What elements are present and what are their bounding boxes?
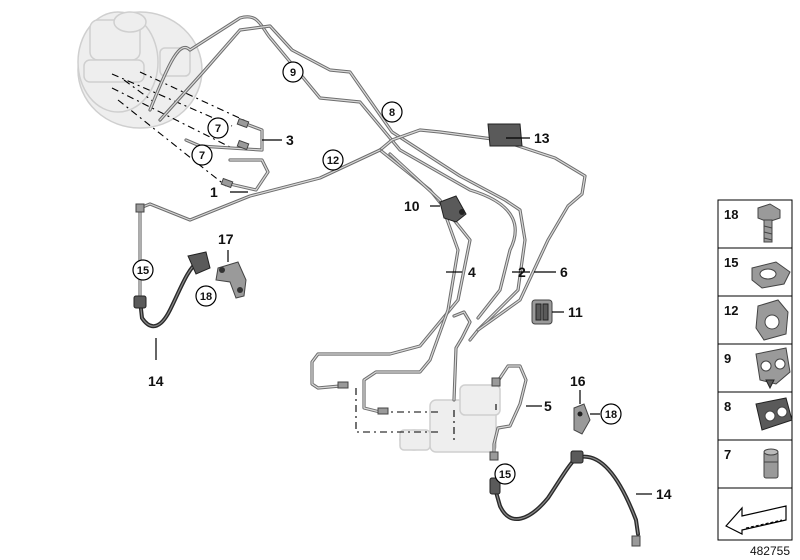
- callout-13: 13: [534, 130, 550, 146]
- callout-7-circle-lower: 7: [191, 144, 213, 166]
- callout-15-circle-left: 15: [132, 259, 154, 281]
- retaining-clip-icon: [751, 261, 791, 289]
- bolt-icon: [757, 203, 781, 243]
- callout-7-circle-upper: 7: [207, 117, 229, 139]
- callout-15-circle-right: 15: [494, 463, 516, 485]
- direction-arrow-icon: [725, 505, 787, 535]
- leader-lines: [155, 137, 652, 495]
- callout-14-left: 14: [148, 373, 164, 389]
- brake-pipes: [138, 15, 587, 458]
- bracket-16: [573, 403, 591, 435]
- brake-booster-ghost: [77, 11, 203, 129]
- svg-text:18: 18: [200, 291, 212, 303]
- svg-text:12: 12: [327, 155, 339, 167]
- svg-text:7: 7: [724, 447, 731, 462]
- pipe-fittings: [135, 117, 501, 461]
- legend-item-arrow: [717, 487, 793, 541]
- callout-12-circle: 12: [322, 149, 344, 171]
- callout-18-circle-left: 18: [195, 285, 217, 307]
- image-number: 482755: [750, 544, 790, 558]
- connection-lines: [111, 71, 497, 440]
- callout-1: 1: [210, 184, 218, 200]
- callout-11: 11: [568, 304, 583, 320]
- pipe-holder-10: [439, 195, 467, 223]
- svg-text:7: 7: [215, 123, 221, 135]
- union-nut-icon: [763, 448, 779, 479]
- svg-text:9: 9: [290, 67, 296, 79]
- legend-item-18: 18: [717, 199, 793, 249]
- callout-17: 17: [218, 231, 234, 247]
- callout-6: 6: [560, 264, 568, 280]
- legend-item-8: 8: [717, 391, 793, 441]
- pipe-clip-double-icon: [755, 347, 791, 390]
- callout-10: 10: [404, 198, 420, 214]
- callout-9-circle: 9: [282, 61, 304, 83]
- callout-16: 16: [570, 373, 586, 389]
- svg-text:8: 8: [724, 399, 731, 414]
- svg-text:15: 15: [137, 265, 149, 277]
- svg-text:15: 15: [499, 469, 511, 481]
- svg-text:18: 18: [724, 207, 738, 222]
- callout-3: 3: [286, 132, 294, 148]
- brake-hose-left: [133, 251, 211, 329]
- callout-2: 2: [518, 264, 526, 280]
- svg-text:7: 7: [199, 150, 205, 162]
- svg-text:15: 15: [724, 255, 738, 270]
- callout-14-right: 14: [656, 486, 672, 502]
- pipe-clip-block-icon: [755, 397, 793, 431]
- svg-text:12: 12: [724, 303, 738, 318]
- bracket-17: [215, 261, 247, 299]
- brake-hose-right: [489, 450, 641, 547]
- callout-4: 4: [468, 264, 476, 280]
- svg-text:18: 18: [605, 409, 617, 421]
- cover-plate-13: [487, 123, 523, 147]
- legend-item-9: 9: [717, 343, 793, 393]
- callout-8-circle: 8: [381, 101, 403, 123]
- legend-item-15: 15: [717, 247, 793, 297]
- callout-labels: 3 1 13 10 4 2 6 11 17 14 5 16 14: [148, 130, 672, 502]
- legend-item-7: 7: [717, 439, 793, 489]
- callout-18-circle-right: 18: [600, 403, 622, 425]
- pipe-clip-single-icon: [755, 299, 789, 341]
- parts-legend: 18 15 12: [717, 199, 793, 541]
- circled-callouts: 9 8 7 7 12 15 18 18: [132, 61, 622, 485]
- legend-item-12: 12: [717, 295, 793, 345]
- svg-text:9: 9: [724, 351, 731, 366]
- callout-5: 5: [544, 398, 552, 414]
- abs-unit-ghost: [399, 384, 501, 453]
- pipe-clip-11: [531, 299, 553, 325]
- svg-text:8: 8: [389, 107, 395, 119]
